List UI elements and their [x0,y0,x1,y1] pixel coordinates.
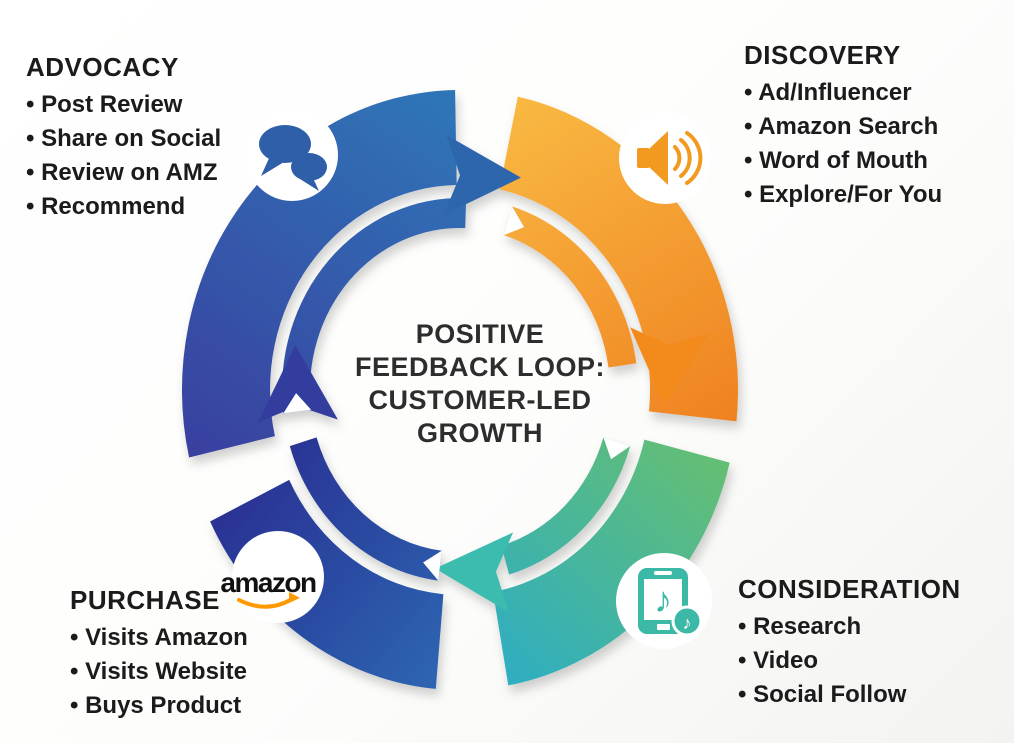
consideration-to-purchase-arrow [435,532,514,613]
consideration-inner-arc [501,437,631,575]
amazon-smile-arrow [237,597,294,609]
purchase-bite-circle [232,531,324,623]
list-item: Visits Website [70,655,248,689]
consideration-heading: CONSIDERATION [738,574,961,604]
purchase-fishtail-notch [423,550,442,581]
speech-bubbles-icon [259,125,327,191]
discovery-fishtail-notch [503,206,525,236]
title-line-3: CUSTOMER-LED [368,385,592,415]
consideration-arc [493,439,730,686]
consideration-list: Research Video Social Follow [738,610,961,712]
title-line-4: GROWTH [417,418,543,448]
list-item: Explore/For You [744,178,942,212]
music-note-badge-glyph: ♪ [683,613,692,633]
consideration-fishtail-notch [603,437,631,460]
discovery-label-block: DISCOVERY Ad/Influencer Amazon Search Wo… [744,40,942,212]
advocacy-to-discovery-arrow [443,135,521,215]
purchase-to-advocacy-arrow [258,345,338,423]
title-line-2: FEEDBACK LOOP: [355,352,605,382]
advocacy-fishtail-notch [283,393,312,414]
list-item: Buys Product [70,689,248,723]
list-item: Visits Amazon [70,621,248,655]
list-item: Video [738,644,961,678]
purchase-heading: PURCHASE [70,585,220,615]
discovery-heading: DISCOVERY [744,40,901,70]
megaphone-icon [637,131,703,185]
list-item: Review on AMZ [26,156,221,190]
advocacy-label-block: ADVOCACY Post Review Share on Social Rev… [26,52,221,224]
phone-tiktok-icon: ♪ ♪ [638,568,703,637]
amazon-logo: amazon [220,567,318,609]
title-line-1: POSITIVE [415,319,545,349]
discovery-list: Ad/Influencer Amazon Search Word of Mout… [744,76,942,212]
purchase-inner-arc [289,437,442,581]
music-note-glyph: ♪ [654,579,672,620]
list-item: Research [738,610,961,644]
advocacy-arc [181,90,457,458]
discovery-inner-arc [503,206,637,368]
advocacy-list: Post Review Share on Social Review on AM… [26,88,221,224]
advocacy-heading: ADVOCACY [26,52,179,82]
list-item: Amazon Search [744,110,942,144]
discovery-to-consideration-arrow [630,327,710,406]
purchase-label-block: PURCHASE Visits Amazon Visits Website Bu… [70,585,248,723]
amazon-wordmark: amazon [220,567,316,598]
purchase-list: Visits Amazon Visits Website Buys Produc… [70,621,248,723]
consideration-label-block: CONSIDERATION Research Video Social Foll… [738,574,961,712]
list-item: Post Review [26,88,221,122]
list-item: Social Follow [738,678,961,712]
discovery-arc [499,96,739,422]
list-item: Ad/Influencer [744,76,942,110]
list-item: Word of Mouth [744,144,942,178]
diagram-center-title: POSITIVE FEEDBACK LOOP: CUSTOMER-LED GRO… [320,318,640,450]
list-item: Share on Social [26,122,221,156]
list-item: Recommend [26,190,221,224]
